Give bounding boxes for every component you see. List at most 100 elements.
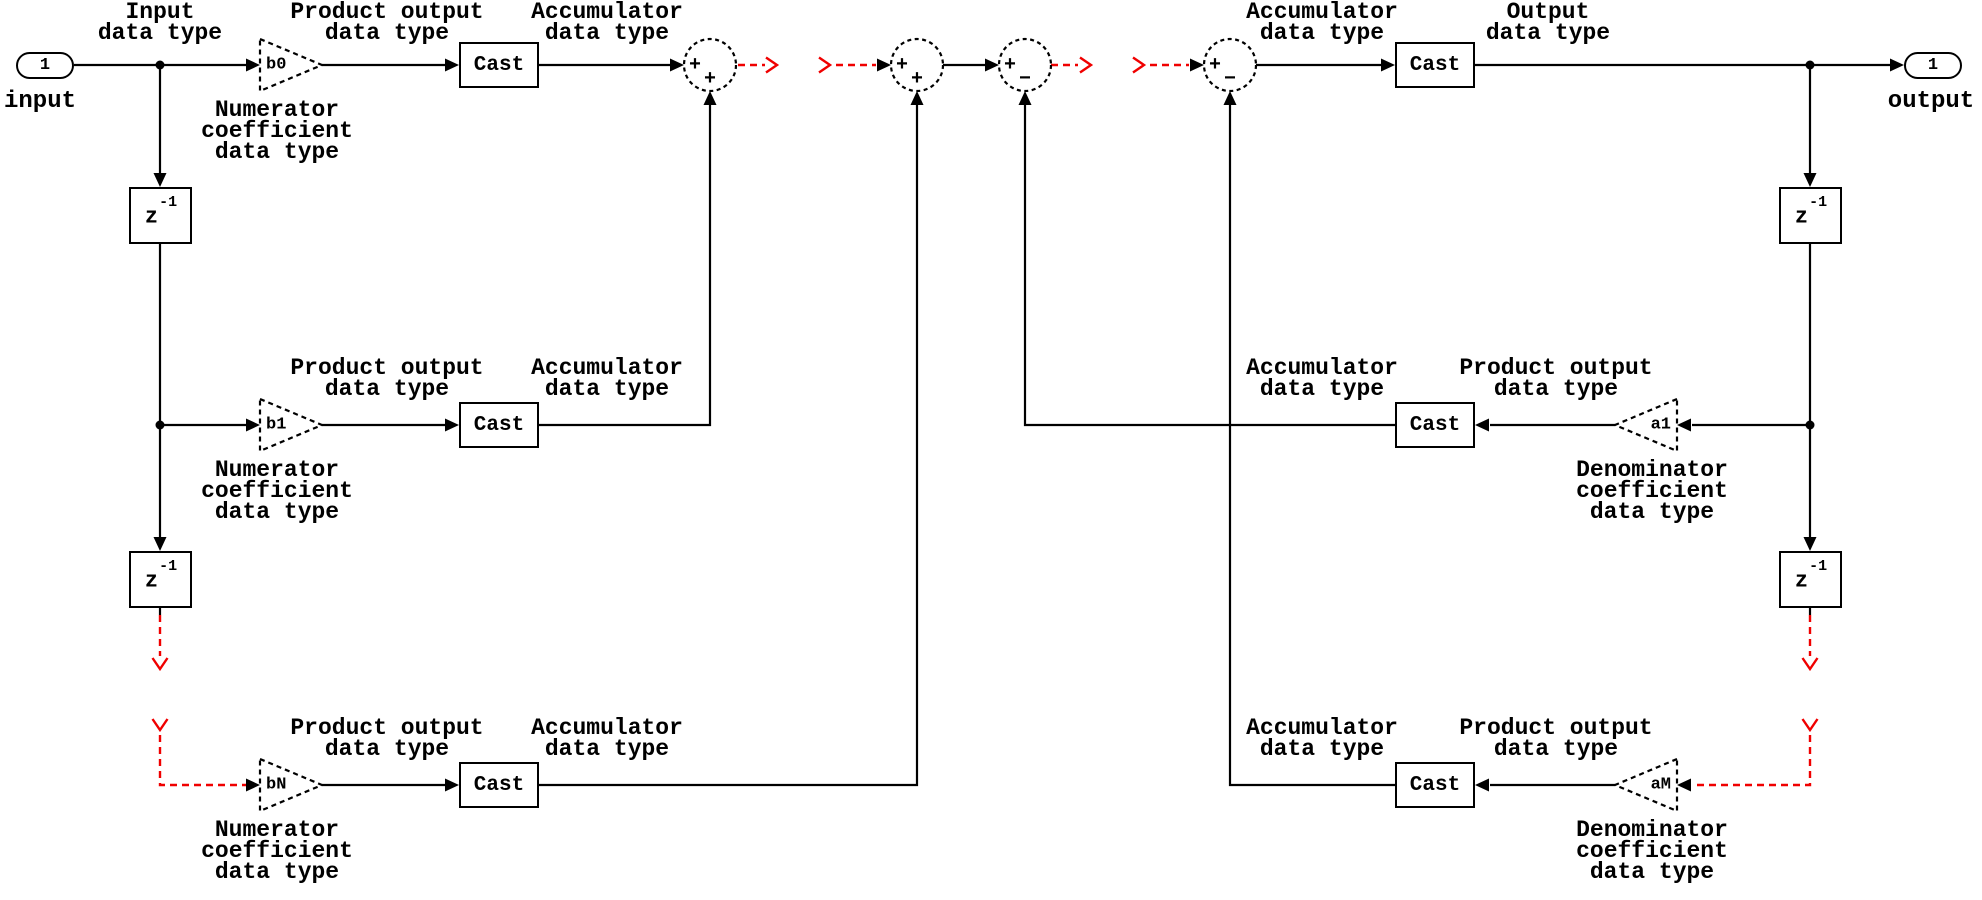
wire-a1-to-cast5 xyxy=(1475,418,1615,432)
a1-gain-triangle[interactable] xyxy=(1612,397,1679,453)
cast-block-num-row2[interactable]: Cast xyxy=(459,402,539,448)
b0-gain-label: b0 xyxy=(266,55,287,75)
delay-base: z xyxy=(144,204,159,230)
cast-block-num-rowN[interactable]: Cast xyxy=(459,762,539,808)
wire-branch-to-a1 xyxy=(1677,418,1810,432)
branch-dot-output xyxy=(1805,60,1815,70)
dashed-signal-delay2L-down xyxy=(151,615,169,672)
annotation-product-output-row2: Product output data type xyxy=(290,355,484,402)
wire-aM-to-cast6 xyxy=(1475,778,1615,792)
delay-exponent: -1 xyxy=(1809,557,1828,575)
annotation-accumulator-a1-row: Accumulator data type xyxy=(1246,355,1398,402)
sum4-left-sign: + xyxy=(1208,54,1222,77)
branch-dot-b1-row xyxy=(155,420,165,430)
annotation-product-output-a1-row: Product output data type xyxy=(1459,355,1653,402)
cast-label: Cast xyxy=(473,53,525,77)
delay-exponent: -1 xyxy=(159,557,178,575)
wire-bN-to-cast3 xyxy=(322,778,459,792)
input-port-label: input xyxy=(4,88,77,115)
delay-base: z xyxy=(1794,568,1809,594)
aM-gain-triangle[interactable] xyxy=(1612,757,1679,813)
dashed-signal-into-bN xyxy=(151,718,260,792)
bN-gain-label: bN xyxy=(266,775,287,795)
cast-label: Cast xyxy=(473,413,525,437)
b1-gain-label: b1 xyxy=(266,415,287,435)
wire-cast6-to-sum4-bottom xyxy=(1223,91,1395,787)
sum3-bottom-sign: − xyxy=(1018,68,1032,91)
dashed-signal-sum3-out xyxy=(1051,56,1094,74)
annotation-product-output-row1: Product output data type xyxy=(290,0,484,46)
annotation-product-output-aM-row: Product output data type xyxy=(1459,715,1653,762)
unit-delay-right-2[interactable]: z-1 xyxy=(1779,551,1842,608)
unit-delay-left-1[interactable]: z-1 xyxy=(129,187,192,244)
wire-sum2-to-sum3 xyxy=(943,58,999,72)
annotation-denominator-aM: Denominator coefficient data type xyxy=(1576,817,1728,885)
output-port[interactable]: 1 xyxy=(1904,52,1962,79)
delay-exponent: -1 xyxy=(1809,193,1828,211)
sum1-left-sign: + xyxy=(688,54,702,77)
b1-gain-triangle[interactable] xyxy=(258,397,325,453)
annotation-accumulator-aM-row: Accumulator data type xyxy=(1246,715,1398,762)
cast-label: Cast xyxy=(1409,53,1461,77)
output-port-label: output xyxy=(1887,88,1975,115)
sum1-bottom-sign: + xyxy=(703,68,717,91)
annotation-output-data-type: Output data type xyxy=(1485,0,1611,46)
branch-dot-a1-row xyxy=(1805,420,1815,430)
sum4-bottom-sign: − xyxy=(1223,68,1237,91)
sum1-block[interactable] xyxy=(682,37,738,93)
cast-label: Cast xyxy=(1409,413,1461,437)
delay-exponent: -1 xyxy=(159,193,178,211)
delay-base: z xyxy=(1794,204,1809,230)
sum3-left-sign: + xyxy=(1003,54,1017,77)
dashed-signal-delay2R-down xyxy=(1801,615,1819,672)
cast-block-output[interactable]: Cast xyxy=(1395,42,1475,88)
cast-block-den-rowM[interactable]: Cast xyxy=(1395,762,1475,808)
cast-block-num-row1[interactable]: Cast xyxy=(459,42,539,88)
wire-cast2-to-sum1-bottom xyxy=(539,91,717,427)
wire-b1-to-cast2 xyxy=(322,418,459,432)
sum2-left-sign: + xyxy=(895,54,909,77)
a1-gain-label: a1 xyxy=(1650,415,1671,435)
wire-cast3-to-sum2-bottom xyxy=(539,91,924,787)
annotation-accumulator-row1: Accumulator data type xyxy=(531,0,683,46)
delay-base: z xyxy=(144,568,159,594)
annotation-numerator-bN: Numerator coefficient data type xyxy=(201,817,353,885)
aM-gain-label: aM xyxy=(1650,775,1671,795)
wire-cast4-to-output xyxy=(1475,58,1904,72)
unit-delay-left-2[interactable]: z-1 xyxy=(129,551,192,608)
wire-cast5-to-sum3-bottom xyxy=(1018,91,1395,427)
annotation-numerator-b0: Numerator coefficient data type xyxy=(201,97,353,165)
wire-b0-to-cast1 xyxy=(322,58,459,72)
dashed-signal-into-aM xyxy=(1677,718,1819,792)
dashed-signal-sum1-out xyxy=(738,56,780,74)
wire-branch-to-b1 xyxy=(160,418,260,432)
wire-input-to-b0 xyxy=(74,58,260,72)
dashed-signal-into-sum2 xyxy=(818,56,891,74)
sum3-block[interactable] xyxy=(997,37,1053,93)
b0-gain-triangle[interactable] xyxy=(258,37,325,93)
wire-delay1R-to-delay2R xyxy=(1803,243,1817,551)
annotation-numerator-b1: Numerator coefficient data type xyxy=(201,457,353,525)
input-port[interactable]: 1 xyxy=(16,52,74,79)
annotation-accumulator-rowN: Accumulator data type xyxy=(531,715,683,762)
annotation-accumulator-row2: Accumulator data type xyxy=(531,355,683,402)
cast-block-den-row2[interactable]: Cast xyxy=(1395,402,1475,448)
input-port-number: 1 xyxy=(39,56,51,75)
cast-label: Cast xyxy=(473,773,525,797)
branch-dot-input xyxy=(155,60,165,70)
dashed-signal-into-sum4 xyxy=(1132,56,1204,74)
bN-gain-triangle[interactable] xyxy=(258,757,325,813)
sum4-block[interactable] xyxy=(1202,37,1258,93)
wire-sum4-to-cast4 xyxy=(1256,58,1395,72)
annotation-input-data-type: Input data type xyxy=(97,0,223,46)
wire-cast1-to-sum1 xyxy=(539,58,684,72)
wire-delay1L-to-delay2L xyxy=(153,243,167,551)
wire-output-branch-to-delay1R xyxy=(1803,65,1817,187)
sum2-block[interactable] xyxy=(889,37,945,93)
unit-delay-right-1[interactable]: z-1 xyxy=(1779,187,1842,244)
annotation-denominator-a1: Denominator coefficient data type xyxy=(1576,457,1728,525)
cast-label: Cast xyxy=(1409,773,1461,797)
output-port-number: 1 xyxy=(1927,56,1939,75)
